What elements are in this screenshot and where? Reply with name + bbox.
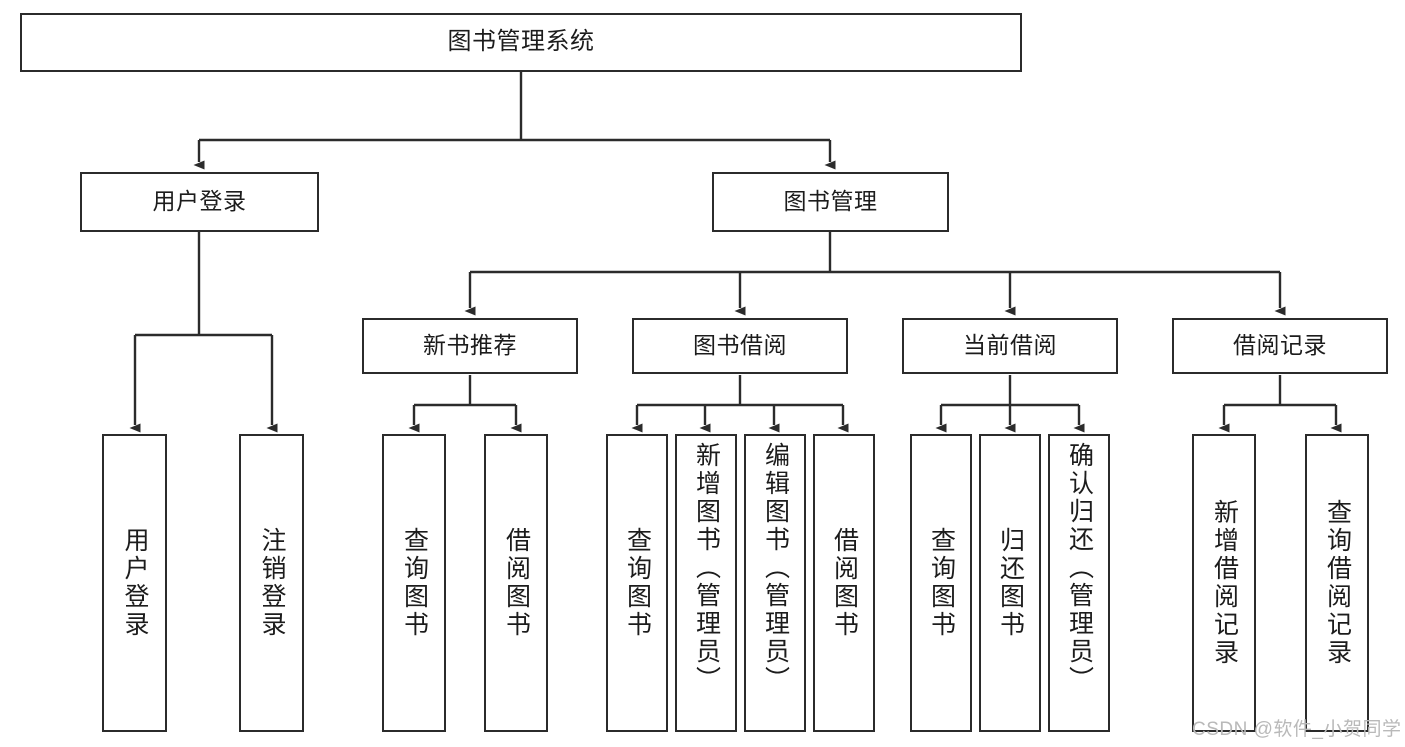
node-leaf-add-record-label: 新增借阅记录 xyxy=(1210,499,1239,667)
node-book-borrow[interactable]: 图书借阅 xyxy=(632,318,848,374)
node-borrow-record[interactable]: 借阅记录 xyxy=(1172,318,1388,374)
node-user-login-label: 用户登录 xyxy=(152,188,247,215)
node-leaf-confirm-return-label: 确认归还（管理员） xyxy=(1065,442,1094,694)
node-leaf-borrow-book-1-label: 借阅图书 xyxy=(502,527,531,639)
node-leaf-query-book-3[interactable]: 查询图书 xyxy=(910,434,972,732)
node-leaf-logout-label: 注销登录 xyxy=(258,527,286,639)
node-borrow-record-label: 借阅记录 xyxy=(1233,332,1327,359)
node-leaf-return-book-label: 归还图书 xyxy=(996,527,1025,639)
node-leaf-user-login-label: 用户登录 xyxy=(121,527,149,639)
node-root-label: 图书管理系统 xyxy=(447,28,595,56)
node-leaf-return-book[interactable]: 归还图书 xyxy=(979,434,1041,732)
node-leaf-confirm-return[interactable]: 确认归还（管理员） xyxy=(1048,434,1110,732)
node-leaf-borrow-book-2-label: 借阅图书 xyxy=(830,527,859,639)
node-leaf-add-book-label: 新增图书（管理员） xyxy=(692,442,721,694)
node-new-book-rec[interactable]: 新书推荐 xyxy=(362,318,578,374)
node-leaf-add-record[interactable]: 新增借阅记录 xyxy=(1192,434,1256,732)
csdn-watermark: CSDN @软件_小贺同学 xyxy=(1192,719,1402,740)
node-leaf-query-book-2-label: 查询图书 xyxy=(623,527,652,639)
node-book-manage[interactable]: 图书管理 xyxy=(712,172,949,232)
node-leaf-edit-book-label: 编辑图书（管理员） xyxy=(761,442,790,694)
node-leaf-user-login[interactable]: 用户登录 xyxy=(102,434,167,732)
node-root[interactable]: 图书管理系统 xyxy=(20,13,1022,72)
node-leaf-add-book[interactable]: 新增图书（管理员） xyxy=(675,434,737,732)
node-leaf-borrow-book-1[interactable]: 借阅图书 xyxy=(484,434,548,732)
node-leaf-edit-book[interactable]: 编辑图书（管理员） xyxy=(744,434,806,732)
node-leaf-query-record[interactable]: 查询借阅记录 xyxy=(1305,434,1369,732)
node-current-borrow[interactable]: 当前借阅 xyxy=(902,318,1118,374)
node-book-manage-label: 图书管理 xyxy=(783,188,878,215)
node-leaf-query-record-label: 查询借阅记录 xyxy=(1323,499,1352,667)
node-leaf-query-book-1[interactable]: 查询图书 xyxy=(382,434,446,732)
node-leaf-query-book-2[interactable]: 查询图书 xyxy=(606,434,668,732)
node-new-book-rec-label: 新书推荐 xyxy=(423,332,517,359)
node-book-borrow-label: 图书借阅 xyxy=(693,332,787,359)
node-current-borrow-label: 当前借阅 xyxy=(963,332,1057,359)
node-leaf-borrow-book-2[interactable]: 借阅图书 xyxy=(813,434,875,732)
node-leaf-query-book-3-label: 查询图书 xyxy=(927,527,956,639)
node-leaf-query-book-1-label: 查询图书 xyxy=(400,527,429,639)
node-user-login[interactable]: 用户登录 xyxy=(80,172,319,232)
node-leaf-logout[interactable]: 注销登录 xyxy=(239,434,304,732)
